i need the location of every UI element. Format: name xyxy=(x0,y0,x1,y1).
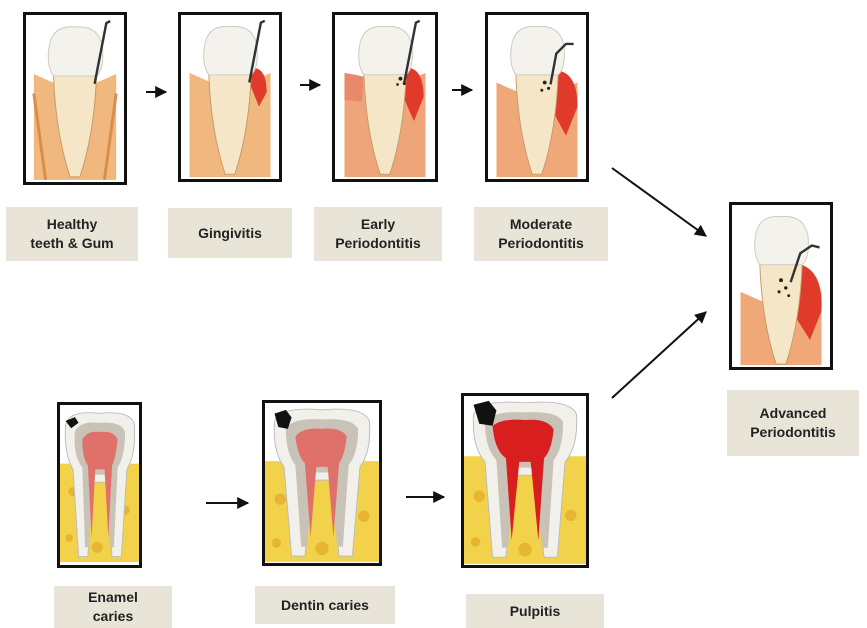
healthy-tooth-gum-icon xyxy=(26,15,124,182)
label-gingivitis: Gingivitis xyxy=(168,208,292,258)
label-pulpitis: Pulpitis xyxy=(466,594,604,628)
moderate-periodontitis-tooth-icon xyxy=(488,15,586,179)
panel-pulpitis xyxy=(461,393,589,568)
panel-advanced-periodontitis xyxy=(729,202,833,370)
early-periodontitis-tooth-icon xyxy=(335,15,435,179)
enamel-caries-tooth-icon xyxy=(60,405,139,565)
dentin-caries-tooth-icon xyxy=(265,403,379,563)
advanced-periodontitis-tooth-icon xyxy=(732,205,830,367)
gingivitis-tooth-icon xyxy=(181,15,279,179)
arrow-moderate-to-advanced xyxy=(612,168,706,236)
panel-enamel-caries xyxy=(57,402,142,568)
panel-dentin-caries xyxy=(262,400,382,566)
label-healthy: Healthy teeth & Gum xyxy=(6,207,138,261)
arrow-pulpitis-to-advanced xyxy=(612,312,706,398)
label-enamel-caries: Enamel caries xyxy=(54,586,172,628)
label-dentin-caries: Dentin caries xyxy=(255,586,395,624)
label-advanced-periodontitis: Advanced Periodontitis xyxy=(727,390,859,456)
pulpitis-tooth-icon xyxy=(464,396,586,565)
panel-gingivitis xyxy=(178,12,282,182)
panel-healthy xyxy=(23,12,127,185)
label-early-periodontitis: Early Periodontitis xyxy=(314,207,442,261)
panel-moderate-periodontitis xyxy=(485,12,589,182)
label-moderate-periodontitis: Moderate Periodontitis xyxy=(474,207,608,261)
panel-early-periodontitis xyxy=(332,12,438,182)
